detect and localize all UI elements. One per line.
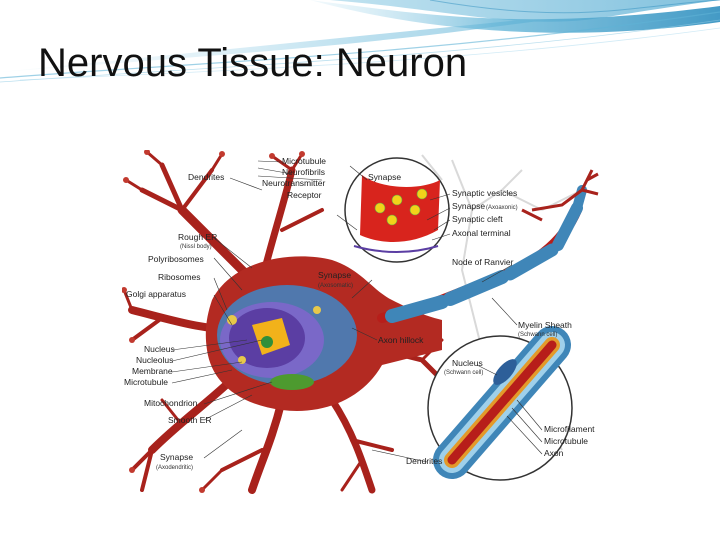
label-myelin-sheath-sub: (Schwann cell) — [518, 332, 557, 338]
mitochondrion — [270, 374, 314, 390]
label-axonal-terminal: Axonal terminal — [452, 228, 511, 238]
vesicle — [227, 315, 237, 325]
slide-title: Nervous Tissue: Neuron — [38, 41, 468, 85]
label-microtubule-left: Microtubule — [124, 377, 168, 387]
label-nucleus-schwann: Nucleus — [452, 358, 483, 368]
nucleolus — [252, 318, 290, 355]
label-nucleus: Nucleus — [144, 344, 175, 354]
neuron-diagram: Dendrites Microtubule Neurofibrils Neuro… — [122, 150, 600, 496]
synapse-inset — [344, 157, 450, 263]
label-rough-er: Rough ER — [178, 232, 217, 242]
label-golgi: Golgi apparatus — [126, 289, 186, 299]
leader-lines — [171, 160, 543, 463]
nucleolus-core — [261, 336, 273, 348]
vesicle — [313, 306, 321, 314]
label-ribosomes: Ribosomes — [158, 272, 201, 282]
label-axon: Axon — [544, 448, 564, 458]
vesicle — [238, 356, 246, 364]
label-synaptic-vesicles: Synaptic vesicles — [452, 188, 517, 198]
axon-terminal-branches — [521, 169, 599, 222]
label-dendrites-bottom: Dendrites — [406, 456, 442, 466]
label-synapse-axoaxonic-sub: (Axoaxonic) — [486, 205, 518, 211]
label-synaptic-cleft: Synaptic cleft — [452, 214, 503, 224]
title-swoosh-decoration — [0, 0, 720, 83]
label-nucleolus: Nucleolus — [136, 355, 173, 365]
label-mitochondrion: Mitochondrion — [144, 398, 198, 408]
label-node-of-ranvier: Node of Ranvier — [452, 257, 514, 267]
dendrite-tips — [122, 150, 305, 493]
label-microtubule-top: Microtubule — [282, 156, 326, 166]
label-synapse-axodendritic-sub: (Axodendritic) — [156, 465, 193, 471]
label-neurotransmitter: Neurotransmitter — [262, 178, 325, 188]
label-microtubule-inset: Microtubule — [544, 436, 588, 446]
diagram-labels: Dendrites Microtubule Neurofibrils Neuro… — [124, 156, 595, 471]
label-synapse-top: Synapse — [368, 172, 401, 182]
label-dendrites-top: Dendrites — [188, 172, 224, 182]
label-synapse-axoaxonic: Synapse — [452, 201, 485, 211]
label-polyribosomes: Polyribosomes — [148, 254, 204, 264]
label-receptor: Receptor — [287, 190, 322, 200]
axon-cross-section-inset — [427, 326, 573, 481]
label-synapse-axosomatic-sub: (Axosomatic) — [318, 283, 353, 289]
label-rough-er-sub: (Nissl body) — [180, 244, 212, 250]
label-myelin-sheath: Myelin Sheath — [518, 320, 572, 330]
label-membrane: Membrane — [132, 366, 173, 376]
label-nucleus-schwann-sub: (Schwann cell) — [444, 370, 483, 376]
dendrite-branches — [122, 150, 455, 494]
myelinated-axon — [377, 185, 587, 323]
label-neurofibrils: Neurofibrils — [282, 167, 325, 177]
label-axon-hillock: Axon hillock — [378, 335, 424, 345]
label-smooth-er: Smooth ER — [168, 415, 211, 425]
label-microfilament: Microfilament — [544, 424, 595, 434]
label-synapse-axodendritic: Synapse — [160, 452, 193, 462]
label-synapse-axosomatic: Synapse — [318, 270, 351, 280]
